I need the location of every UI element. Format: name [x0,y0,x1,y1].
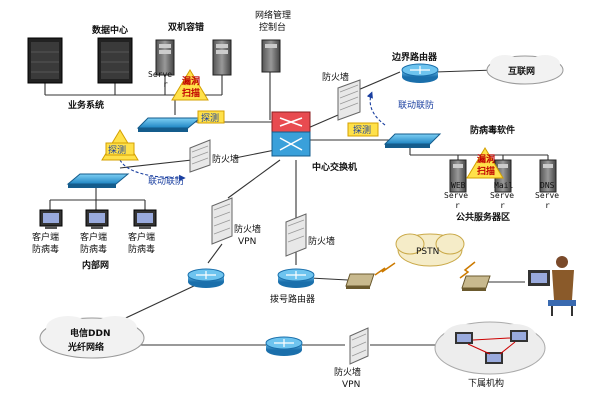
border-router [401,63,439,83]
web-server-label-3: r [455,201,460,210]
firewall-top-label: 防火墙 [322,71,349,83]
dns-server-label-1: DNS [540,181,555,190]
client2-label-1: 客户端 [80,231,107,243]
probe-badge-right: 探测 [347,122,379,137]
dual-backup-label: 双机容错 [168,21,204,33]
branch-label: 下属机构 [468,377,504,389]
linkage-left-label: 联动联防 [148,175,184,187]
probe-right-label: 探测 [353,124,371,136]
linkage-arrows [119,91,386,182]
client3-label-2: 防病毒 [128,243,155,255]
branch-pc-3 [485,352,503,364]
top-switch [136,117,202,132]
pstn-label: PSTN [416,247,439,257]
pstn-link-bolts [374,261,476,279]
business-system-label: 业务系统 [68,99,104,111]
dns-server [539,159,557,193]
border-router-label: 边界路由器 [391,51,438,63]
dns-server-label-3: r [545,201,550,210]
data-center-rack-1 [27,37,63,84]
linkage-right-label: 联动联防 [398,99,434,111]
probe-center-label: 探测 [201,112,219,124]
ddn-cloud [39,316,145,359]
client2-label-2: 防病毒 [80,243,107,255]
mail-server-label-1: Mail [494,181,513,190]
firewall-top [337,79,361,121]
vuln-scan-right-line2: 扫描 [477,165,495,177]
vuln-scan-top-line2: 扫描 [182,87,200,99]
router-bottom [265,336,303,356]
fw-vpn-bottom-label-1: 防火墙 [334,366,361,378]
firewall-vpn [211,197,233,245]
connection-lines [44,69,549,346]
client1-label-1: 客户端 [32,231,59,243]
core-switch [271,111,311,157]
net-mgmt-label-2: 控制台 [259,21,286,33]
data-center-label: 数据中心 [92,24,128,36]
branch-pc-1 [455,332,473,344]
modem-right [461,275,491,291]
serve-r-label: r [163,80,168,89]
ddn-label-2: 光纤网络 [67,341,104,353]
internet-cloud [486,55,564,85]
branch-links [467,337,516,355]
vuln-scan-badge-right: 漏洞 扫描 [466,147,504,179]
data-center-rack-2 [97,37,133,84]
probe-left-label: 探测 [108,144,126,156]
left-switch [66,173,130,188]
internal-network-label: 内部网 [82,259,109,271]
client-pc-3 [133,209,157,229]
client3-label-1: 客户端 [128,231,155,243]
serve-label: Serve [148,70,172,79]
network-mgmt-console [261,39,281,73]
antivirus-software-label: 防病毒软件 [470,124,515,136]
net-mgmt-label-1: 网络管理 [255,9,291,21]
web-server [449,159,467,193]
fw-dial-label: 防火墙 [308,235,335,247]
mail-server-label-2: Serve [490,191,514,200]
firewall-vpn-bottom [349,327,369,365]
core-switch-label: 中心交换机 [312,161,357,173]
client-pc-1 [39,209,63,229]
firewall-dial [285,213,307,257]
vuln-scan-badge-top: 漏洞 扫描 [171,69,209,101]
fw-vpn-label-2: VPN [238,237,256,247]
internet-label: 互联网 [508,65,535,77]
fw-vpn-bottom-label-2: VPN [342,380,360,390]
client1-label-2: 防病毒 [32,243,59,255]
client-pc-2 [85,209,109,229]
branch-cloud [434,321,546,375]
web-server-label-1: WEB [451,181,466,190]
firewall-mid-label: 防火墙 [212,153,239,165]
dial-router-label: 拨号路由器 [270,293,315,305]
dns-server-label-2: Serve [535,191,559,200]
vuln-scan-top-line1: 漏洞 [182,75,200,87]
dual-backup-server-2 [212,39,232,76]
mail-server-label-3: r [500,201,505,210]
web-server-label-2: Serve [444,191,468,200]
vuln-scan-right-line1: 漏洞 [477,153,495,165]
ddn-label-1: 电信DDN [70,327,110,339]
firewall-mid [189,139,211,173]
right-switch [383,133,442,148]
remote-user-laptop [528,256,576,316]
fw-vpn-label-1: 防火墙 [234,223,261,235]
probe-badge-left: 探测 [101,129,139,161]
branch-pc-2 [510,330,528,342]
dial-router [277,268,315,288]
pstn-cloud [395,233,465,267]
router-left [187,268,225,288]
public-server-zone-label: 公共服务器区 [456,211,510,223]
dual-backup-server-1 [155,39,175,76]
probe-badge-center: 探测 [197,110,225,124]
modem-left [345,273,375,289]
